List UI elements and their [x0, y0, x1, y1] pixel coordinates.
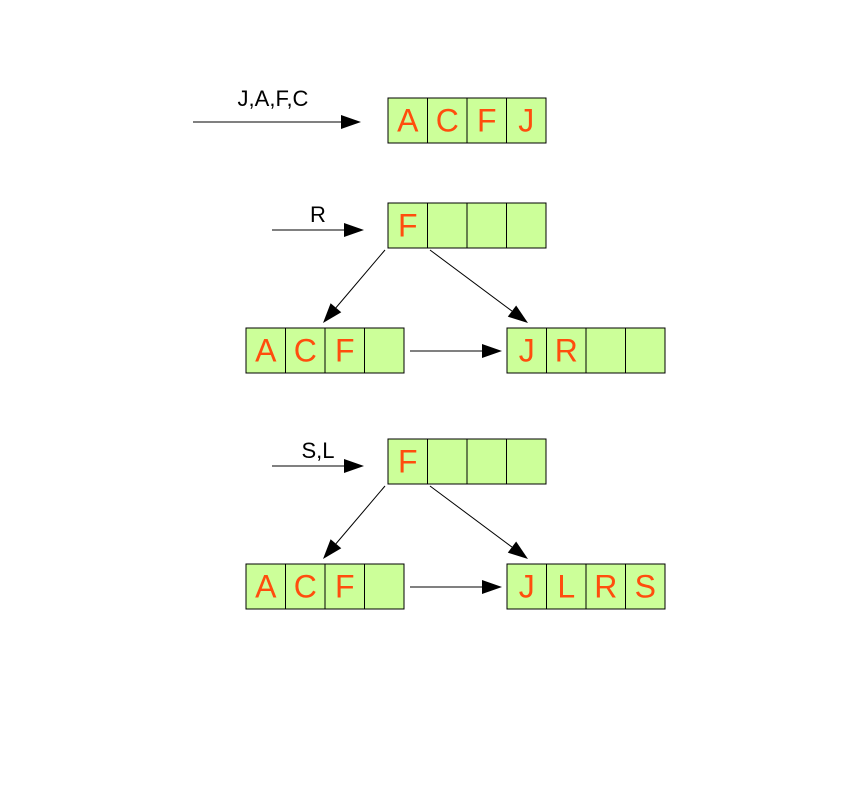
left-leaf-node-slot	[245, 327, 286, 374]
key-label: J	[519, 333, 535, 369]
key-label: C	[294, 333, 317, 369]
root-node-slot	[466, 97, 507, 144]
sibling-pointer-arrow	[410, 344, 502, 358]
key-label: F	[335, 569, 355, 605]
arrowhead-icon	[482, 580, 502, 594]
insert-arrow	[272, 223, 364, 237]
left-leaf-node-slot	[285, 563, 326, 610]
key-label: F	[477, 103, 497, 139]
left-leaf-node-slot	[324, 563, 365, 610]
child-pointer-left	[323, 249, 386, 323]
key-label: L	[557, 569, 575, 605]
arrowhead-icon	[323, 303, 342, 323]
left-leaf-node-slot	[245, 563, 286, 610]
arrowhead-icon	[507, 541, 528, 559]
root-node-slot	[427, 97, 468, 144]
key-label: A	[255, 333, 277, 369]
root-node-slot	[427, 202, 468, 249]
root-node-slot	[387, 438, 428, 485]
child-pointer-right	[429, 249, 528, 323]
key-label: J	[519, 569, 535, 605]
arrowhead-icon	[344, 223, 364, 237]
left-leaf-node-slot	[364, 327, 405, 374]
root-node: F	[387, 202, 547, 249]
left-leaf-node-slot	[364, 563, 405, 610]
right-leaf-node-slot	[546, 327, 587, 374]
child-pointer-right-shaft	[429, 249, 513, 312]
insert-arrow	[272, 459, 364, 473]
left-leaf-node-slot	[324, 327, 365, 374]
arrowhead-icon	[341, 115, 361, 129]
child-pointer-right	[429, 485, 528, 559]
key-label: A	[397, 103, 419, 139]
right-leaf-node-slot	[585, 327, 626, 374]
key-label: F	[335, 333, 355, 369]
arrowhead-icon	[482, 344, 502, 358]
root-node-slot	[506, 438, 547, 485]
root-node-slot	[466, 438, 507, 485]
root-node-slot	[466, 202, 507, 249]
right-leaf-node-slot	[506, 327, 547, 374]
key-label: A	[255, 569, 277, 605]
arrowhead-icon	[323, 539, 342, 559]
arrowhead-icon	[344, 459, 364, 473]
root-node-slot	[387, 202, 428, 249]
right-leaf-node-slot	[585, 563, 626, 610]
key-label: R	[555, 333, 578, 369]
right-leaf-node-slot	[625, 327, 666, 374]
insert-keys-label: J,A,F,C	[238, 86, 309, 111]
arrowhead-icon	[507, 305, 528, 323]
right-leaf-node-slot	[625, 563, 666, 610]
insert-keys-label: S,L	[301, 438, 334, 463]
insert-keys-label: R	[310, 202, 326, 227]
child-pointer-left	[323, 485, 386, 559]
root-node-slot	[427, 438, 468, 485]
key-label: J	[518, 103, 534, 139]
root-node-slot	[506, 97, 547, 144]
key-label: R	[594, 569, 617, 605]
key-label: C	[294, 569, 317, 605]
sibling-pointer-arrow	[410, 580, 502, 594]
key-label: S	[635, 569, 656, 605]
insert-arrow	[193, 115, 361, 129]
key-label: F	[398, 208, 418, 244]
key-label: F	[398, 444, 418, 480]
child-pointer-right-shaft	[429, 485, 513, 548]
child-pointer-left-shaft	[335, 249, 386, 309]
root-node: F	[387, 438, 547, 485]
key-label: C	[436, 103, 459, 139]
child-pointer-left-shaft	[335, 485, 386, 545]
root-node-slot	[506, 202, 547, 249]
